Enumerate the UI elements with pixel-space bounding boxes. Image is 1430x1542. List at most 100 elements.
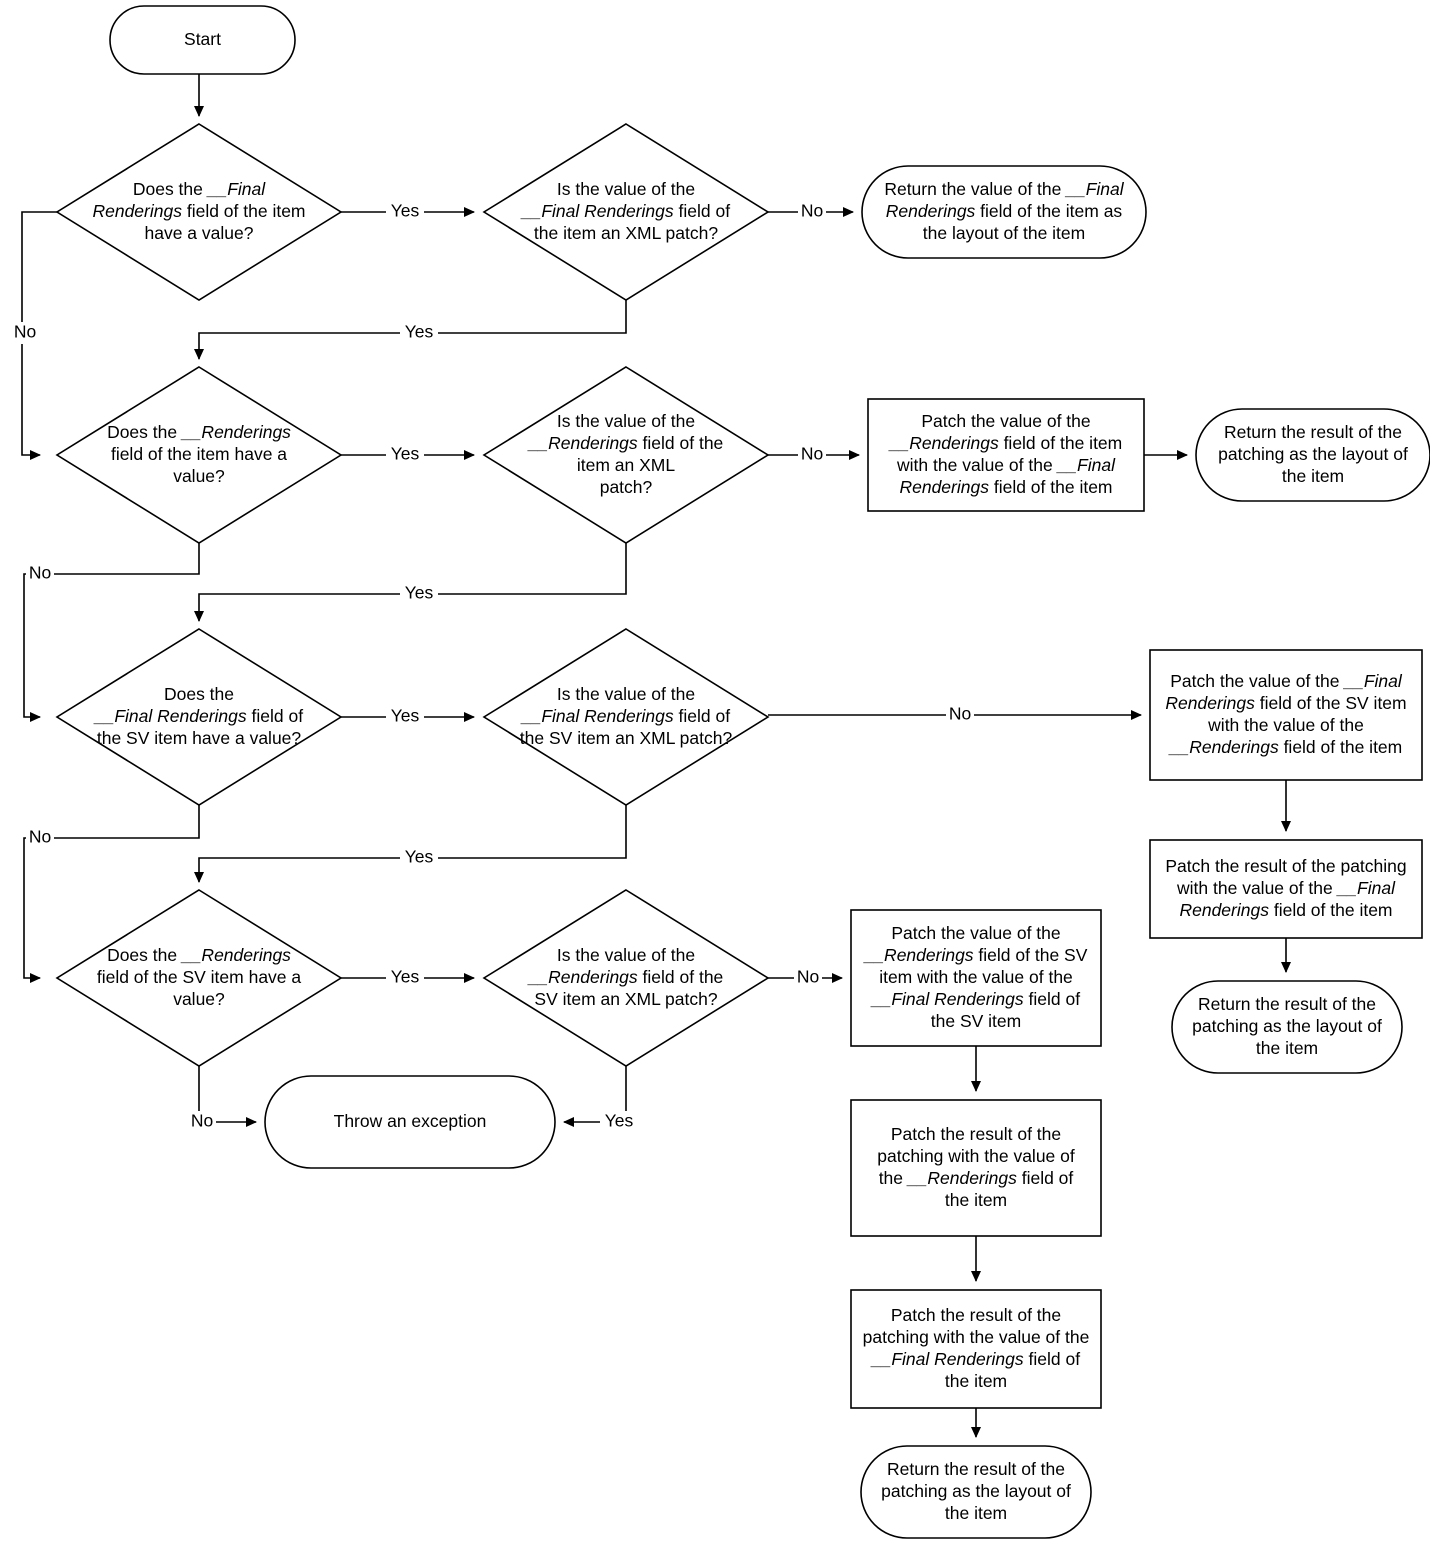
node-text-line: Renderings field of the item as xyxy=(886,201,1123,221)
terminator-shape xyxy=(1195,408,1430,502)
node-text-line: __Final Renderings field of xyxy=(870,1349,1080,1369)
node-text-line: Does the __Final xyxy=(133,179,266,199)
edge-d5-no-to-d7 xyxy=(23,805,200,983)
node-text-line: __Final Renderings field of xyxy=(870,989,1080,1009)
node-t1-terminator: Return the value of the __FinalRendering… xyxy=(861,165,1147,259)
process-box xyxy=(867,398,1145,512)
edge-label-bg xyxy=(386,201,424,223)
edge-label-bg xyxy=(11,322,39,344)
node-text-line: the __Renderings field of xyxy=(879,1168,1074,1188)
edge-label-e-d5-no: No xyxy=(29,827,51,847)
edge-label-e-d5-yes: Yes xyxy=(391,706,420,726)
node-text-line: the layout of the item xyxy=(923,223,1085,243)
process-box xyxy=(1149,649,1423,781)
decision-diamond xyxy=(482,123,770,301)
node-p4-process: Patch the value of the__Renderings field… xyxy=(850,909,1102,1047)
node-text-line: the SV item have a value? xyxy=(97,728,302,748)
edge-d3-no-to-d5 xyxy=(23,543,200,722)
node-start-terminator: Start xyxy=(109,5,296,75)
node-text-line: the item xyxy=(1282,466,1344,486)
node-text-line: Patch the result of the xyxy=(891,1305,1061,1325)
node-text-line: Start xyxy=(184,29,221,49)
edge-label-e-d6-yes: Yes xyxy=(405,847,434,867)
node-text-line: field of the SV item have a xyxy=(97,967,302,987)
edge-label-e-d2-yes: Yes xyxy=(405,322,434,342)
edge-label-e-d1-no: No xyxy=(14,322,36,342)
terminator-shape xyxy=(860,1445,1092,1539)
node-text-line: patching as the layout of xyxy=(1192,1016,1382,1036)
node-text-line: Renderings field of the item xyxy=(1179,900,1392,920)
node-text-line: patch? xyxy=(600,477,653,497)
edge-label-bg xyxy=(798,201,826,223)
process-box xyxy=(850,1099,1102,1237)
process-box xyxy=(850,909,1102,1047)
edge-label-bg xyxy=(188,1111,216,1133)
node-text-line: patching with the value of the xyxy=(863,1327,1090,1347)
edge-label-bg xyxy=(798,444,826,466)
node-text-line: the SV item an XML patch? xyxy=(520,728,733,748)
edge-label-e-d7-yes: Yes xyxy=(391,967,420,987)
edge-label-e-d2-no: No xyxy=(801,201,823,221)
node-text-line: Patch the value of the xyxy=(921,411,1090,431)
edge-label-bg xyxy=(386,706,424,728)
node-text-line: the item xyxy=(945,1190,1007,1210)
node-text-line: __Final Renderings field of xyxy=(93,706,303,726)
decision-diamond xyxy=(482,889,770,1067)
node-text-line: Is the value of the xyxy=(557,945,695,965)
node-text-line: Is the value of the xyxy=(557,684,695,704)
edge-label-e-d8-no: No xyxy=(797,967,819,987)
node-text-line: patching with the value of xyxy=(877,1146,1075,1166)
node-text-line: Patch the result of the patching xyxy=(1165,856,1406,876)
terminator-shape xyxy=(1171,980,1403,1074)
edge-label-e-d6-no: No xyxy=(949,704,971,724)
node-d2-decision: Is the value of the__Final Renderings fi… xyxy=(482,123,770,301)
terminator-shape xyxy=(109,5,296,75)
node-text-line: the item xyxy=(945,1503,1007,1523)
edge-label-bg xyxy=(400,583,438,605)
node-d6-decision: Is the value of the__Final Renderings fi… xyxy=(482,628,770,806)
node-text-line: with the value of the __Final xyxy=(896,455,1116,475)
node-text-line: Renderings field of the item xyxy=(899,477,1112,497)
node-text-line: the item an XML patch? xyxy=(534,223,718,243)
edge-label-e-d1-yes: Yes xyxy=(391,201,420,221)
node-text-line: __Renderings field of the xyxy=(527,967,724,987)
node-text-line: __Renderings field of the xyxy=(527,433,724,453)
decision-diamond xyxy=(55,123,343,301)
node-text-line: Does the xyxy=(164,684,234,704)
decision-diamond xyxy=(55,628,343,806)
edge-label-e-d4-no: No xyxy=(801,444,823,464)
node-text-line: the item xyxy=(1256,1038,1318,1058)
node-text-line: with the value of the __Final xyxy=(1176,878,1396,898)
node-text-line: Patch the result of the xyxy=(891,1124,1061,1144)
node-text-line: Patch the value of the xyxy=(891,923,1060,943)
edge-label-e-d4-yes: Yes xyxy=(405,583,434,603)
edge-label-bg xyxy=(600,1111,638,1133)
node-text-line: the SV item xyxy=(931,1011,1021,1031)
node-text-line: __Renderings field of the item xyxy=(888,433,1123,453)
node-p1-process: Patch the value of the__Renderings field… xyxy=(867,398,1145,512)
node-text-line: item an XML xyxy=(577,455,675,475)
node-d8-decision: Is the value of the__Renderings field of… xyxy=(482,889,770,1067)
node-text-line: with the value of the xyxy=(1207,715,1364,735)
edge-label-bg xyxy=(946,704,974,726)
edge-label-bg xyxy=(400,847,438,869)
node-text-line: the item xyxy=(945,1371,1007,1391)
edge-label-bg xyxy=(386,444,424,466)
edge-label-e-d3-yes: Yes xyxy=(391,444,420,464)
node-text-line: patching as the layout of xyxy=(881,1481,1071,1501)
node-p2-process: Patch the value of the __FinalRenderings… xyxy=(1149,649,1423,781)
edge-label-bg xyxy=(26,563,54,585)
node-text-line: __Final Renderings field of xyxy=(520,706,730,726)
